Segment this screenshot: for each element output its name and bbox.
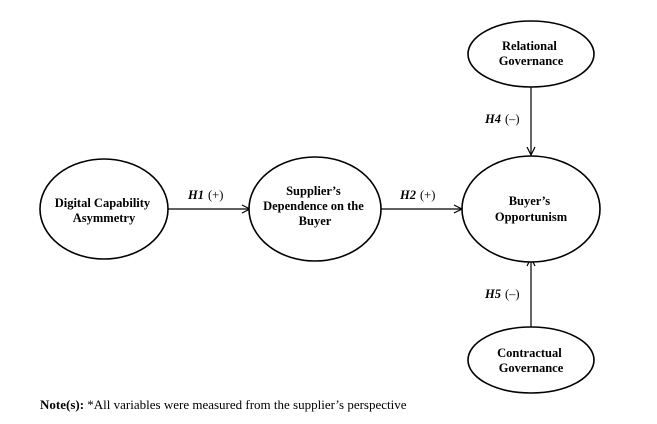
node-relational-governance: Relational Governance <box>467 20 595 88</box>
node-contractual-governance: Contractual Governance <box>467 326 595 394</box>
diagram-note: Note(s): *All variables were measured fr… <box>40 397 407 413</box>
h5-label: H5(–) <box>484 287 520 301</box>
node-digital-capability-asymmetry: Digital Capability Asymmetry <box>39 158 169 260</box>
h2-label: H2(+) <box>399 188 435 202</box>
node-buyers-opportunism: Buyer’s Opportunism <box>461 155 601 263</box>
h1-label: H1(+) <box>187 188 223 202</box>
node-supplier-dependence-on-buyer: Supplier’s Dependence on the Buyer <box>248 156 382 262</box>
svg-text:Contractual Governance: Contractual Governance <box>497 346 565 375</box>
note-prefix: Note(s): <box>40 397 85 412</box>
svg-text:Relational Governance: Relational Governance <box>499 39 564 68</box>
svg-text:Supplier’s Dependence on: Supplier’s Dependence on the Buyer <box>263 184 367 228</box>
h4-label: H4(–) <box>484 112 520 126</box>
svg-text:Buyer’s Opportunism: Buyer’s Opportunism <box>495 194 568 224</box>
note-text: *All variables were measured from the su… <box>87 397 407 412</box>
svg-text:Digital Capability Asymm: Digital Capability Asymmetry <box>55 196 154 225</box>
